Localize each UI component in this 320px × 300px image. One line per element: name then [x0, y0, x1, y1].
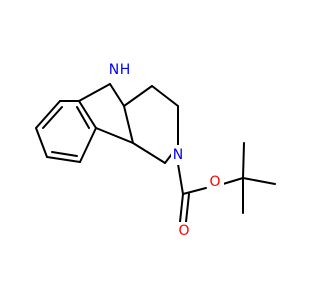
bond-benzene-2: [35, 127, 48, 158]
atom-label-indole-nh: N H: [103, 58, 133, 82]
bond-ring5-4: [95, 127, 134, 144]
atom-label-o-carbonyl: O: [178, 223, 189, 239]
bond-ester-o-tbutyl: [222, 177, 244, 185]
bond-benzene-4: [79, 127, 97, 163]
molecule-diagram: N H N O O: [35, 58, 276, 240]
bond-n-carbonyl: [177, 163, 184, 195]
atom-label-piperidine-n: N: [171, 145, 186, 165]
bond-ring5-2: [109, 83, 125, 107]
bond-carbonyl-ester-o: [182, 187, 207, 195]
pyrrolidine-ring: [78, 83, 134, 144]
bond-ring5-1: [78, 83, 111, 102]
bond-tbutyl-methyl-2: [242, 177, 276, 185]
atom-label-o-ester: O: [209, 174, 220, 190]
bond-benzene-3: [46, 156, 81, 163]
bond-ring5-3: [123, 105, 134, 144]
bond-benzene-inner-3: [76, 106, 90, 129]
atom-label-n-indole: N: [109, 62, 119, 78]
boc-group: [177, 142, 276, 223]
piperidine-ring: [123, 85, 179, 164]
bond-tbutyl-methyl-1: [242, 142, 245, 179]
atom-label-ester-o: O: [207, 173, 224, 191]
bond-carbonyl-double-1: [179, 193, 184, 223]
atom-label-h-indole: H: [120, 62, 131, 78]
benzene-ring: [35, 100, 97, 163]
bond-carbonyl-double-2: [185, 193, 190, 223]
bond-ring6-2: [151, 85, 179, 107]
atom-label-carbonyl-o: O: [175, 222, 192, 240]
bond-ring6-5: [132, 142, 166, 164]
bond-benzene-inner-1: [42, 106, 63, 129]
bond-benzene-inner-2: [51, 151, 78, 157]
bond-benzene-1: [35, 100, 61, 129]
bond-ring6-1: [123, 85, 153, 107]
atom-label-n-piperidine: N: [173, 147, 183, 163]
bond-benzene-5: [78, 100, 97, 129]
